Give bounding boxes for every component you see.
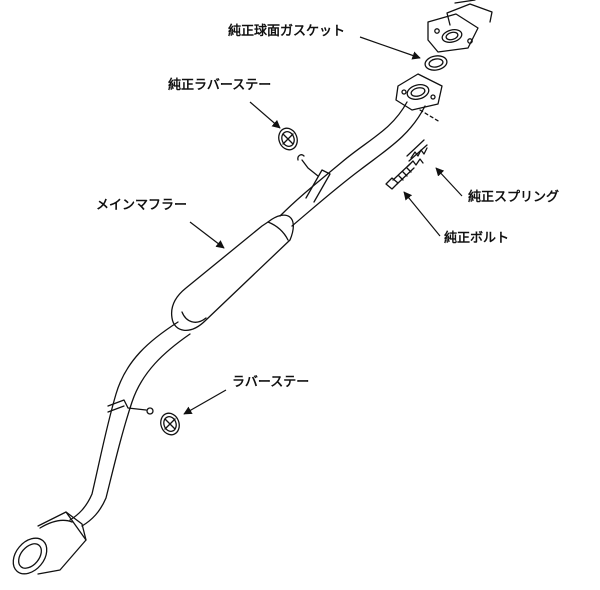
- oem-spring-part: [406, 139, 428, 167]
- arrow-oem-rubber-stay: [249, 101, 281, 129]
- upstream-pipe-stub: [446, 0, 493, 26]
- alignment-guide-line: [419, 109, 441, 123]
- label-rubber-stay: ラバーステー: [232, 375, 310, 390]
- rear-pipe: [69, 321, 191, 527]
- label-oem-spring: 純正スプリング: [468, 190, 560, 205]
- label-oem-bolt: 純正ボルト: [444, 231, 510, 246]
- arrow-spring: [435, 167, 463, 197]
- rubber-stay-part: [160, 412, 180, 436]
- upper-flange: [427, 13, 479, 53]
- muffler-inlet-flange: [395, 73, 443, 111]
- rear-hanger-bracket: [107, 399, 154, 415]
- arrow-gasket: [359, 36, 421, 60]
- front-hanger-bracket: [297, 154, 331, 203]
- label-main-muffler: メインマフラー: [96, 198, 188, 213]
- oem-bolt-part: [385, 163, 415, 190]
- oem-rubber-stay-part: [278, 127, 298, 151]
- label-oem-rubber-stay: 純正ラバーステー: [168, 78, 272, 93]
- arrow-main-muffler: [189, 221, 225, 249]
- spherical-gasket: [424, 55, 448, 71]
- label-oem-spherical-gasket: 純正球面ガスケット: [228, 24, 346, 39]
- arrow-bolt: [403, 191, 441, 237]
- main-muffler-body: [170, 214, 294, 331]
- arrow-rubber-stay: [183, 389, 227, 415]
- tail-pipe-tip: [12, 511, 87, 575]
- front-pipe: [279, 101, 426, 227]
